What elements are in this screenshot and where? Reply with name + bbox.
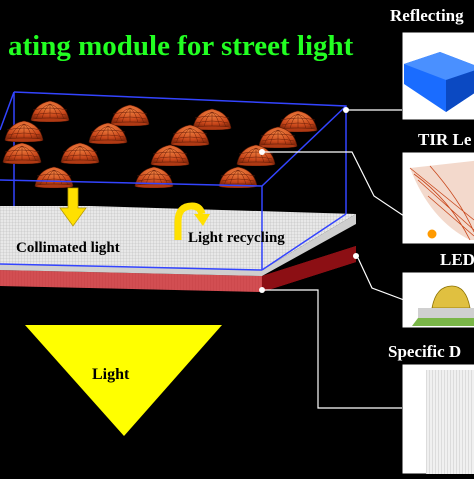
panel-reflector [401,31,474,121]
label-tir-lens: TIR Le [418,130,472,149]
recycle-arrow-icon [174,202,210,240]
big-down-arrow-icon [25,325,222,436]
label-light: Light [92,366,130,383]
label-specific: Specific D [388,342,462,361]
panel-diffuser [401,363,474,475]
leader-dots [259,107,359,293]
label-light-recycling: Light recycling [188,230,285,246]
tir-lens-array [2,100,318,188]
label-reflecting: Reflecting [390,6,464,25]
panel-led [401,271,474,329]
label-collimated-light: Collimated light [16,240,120,256]
panel-tir-lens [401,151,474,245]
down-arrow-icon [59,187,87,227]
label-led: LED [440,250,474,269]
diagram-title: ating module for street light [8,30,354,62]
red-plate [0,246,356,292]
module-box-front [0,105,347,271]
leader-lines [262,109,429,409]
